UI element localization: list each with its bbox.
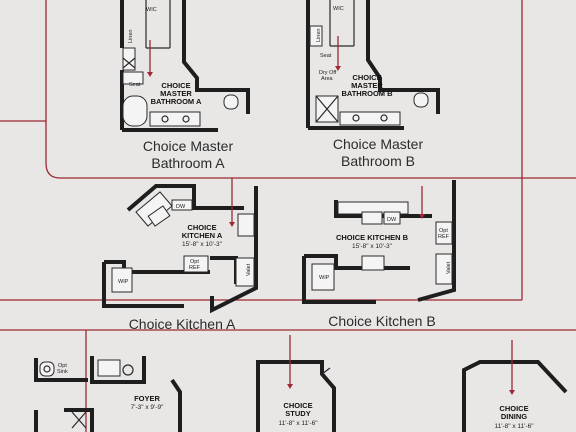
bath-b-wic-label: WIC	[333, 6, 344, 12]
study-plan: CHOICE STUDY 11'-8" x 11'-6"	[256, 335, 336, 432]
kitchen-a-caption: Choice Kitchen A	[129, 316, 236, 332]
kitchen-a-valet-label: Valet	[246, 263, 252, 276]
bath-a-seat-label: Seat	[129, 82, 141, 88]
kitchen-b-optref-line1: Opt	[439, 228, 448, 234]
foyer-title: FOYER	[134, 394, 160, 403]
kitchen-b-dimensions: 15'-8" x 10'-3"	[352, 243, 393, 250]
bath-b-seat-label: Seat	[320, 53, 332, 59]
kitchen-b-dw-label: DW	[387, 217, 397, 223]
master-bathroom-b-plan: WIC Linen Seat Dry Off Area CHOICE MASTE…	[306, 0, 440, 130]
study-title-line2: STUDY	[285, 409, 310, 418]
kitchen-a-optref-line1: Opt	[190, 259, 199, 265]
study-title-line1: CHOICE	[283, 401, 312, 410]
bath-a-title-line1: CHOICE	[161, 81, 190, 90]
kitchen-b-wip-label: WIP	[319, 275, 330, 281]
foyer-dimensions: 7'-3" x 9'-9"	[131, 404, 164, 411]
bath-b-title-line3: BATHROOM B	[341, 89, 393, 98]
bath-b-dryoff-line1: Dry Off	[319, 70, 337, 76]
kitchen-b-title: CHOICE KITCHEN B	[336, 233, 409, 242]
kitchen-b-optref-line2: REF	[438, 234, 450, 240]
kitchen-a-title-line2: KITCHEN A	[182, 231, 223, 240]
bath-b-linen-label: Linen	[316, 29, 322, 42]
kitchen-b-plan: DW Opt REF CHOICE KITCHEN B 15'-8" x 10'…	[302, 180, 456, 304]
bath-a-linen-label: Linen	[128, 30, 134, 43]
dining-title-line2: DINING	[501, 412, 527, 421]
kitchen-b-valet-label: Valet	[446, 261, 452, 274]
foyer-plan: Opt Sink FOYER 7'-3" x 9'-9"	[34, 356, 182, 432]
dining-plan: CHOICE DINING 11'-8" x 11'-6"	[462, 340, 568, 432]
kitchen-a-optref-line2: REF	[189, 265, 201, 271]
bath-a-title-line2: MASTER	[160, 89, 192, 98]
kitchen-a-wip-label: WIP	[118, 279, 129, 285]
bath-b-title-line1: CHOICE	[352, 73, 381, 82]
bath-a-caption-line2: Bathroom A	[151, 155, 225, 171]
bath-b-caption-line2: Bathroom B	[341, 153, 415, 169]
opt-sink-line1: Opt	[58, 363, 67, 369]
kitchen-a-plan: DW CHOICE KITCHEN A 15'-8" x 10'-3" Opt …	[102, 178, 258, 314]
kitchen-a-dimensions: 15'-8" x 10'-3"	[182, 241, 223, 248]
bath-b-caption-line1: Choice Master	[333, 136, 424, 152]
bath-a-title-line3: BATHROOM A	[151, 97, 202, 106]
bath-a-caption-line1: Choice Master	[143, 138, 234, 154]
study-dimensions: 11'-8" x 11'-6"	[278, 420, 318, 427]
opt-sink-line2: Sink	[57, 369, 68, 375]
kitchen-a-dw-label: DW	[176, 204, 186, 210]
master-bathroom-a-plan: WIC Linen Seat CHOICE MASTER BATHROOM A	[120, 0, 250, 132]
dining-dimensions: 11'-8" x 11'-6"	[494, 423, 534, 430]
bath-a-wic-label: WIC	[146, 7, 157, 13]
dining-title-line1: CHOICE	[499, 404, 528, 413]
bath-b-title-line2: MASTER	[351, 81, 383, 90]
kitchen-a-title-line1: CHOICE	[187, 223, 216, 232]
bath-b-dryoff-line2: Area	[321, 76, 334, 82]
kitchen-b-caption: Choice Kitchen B	[328, 313, 435, 329]
